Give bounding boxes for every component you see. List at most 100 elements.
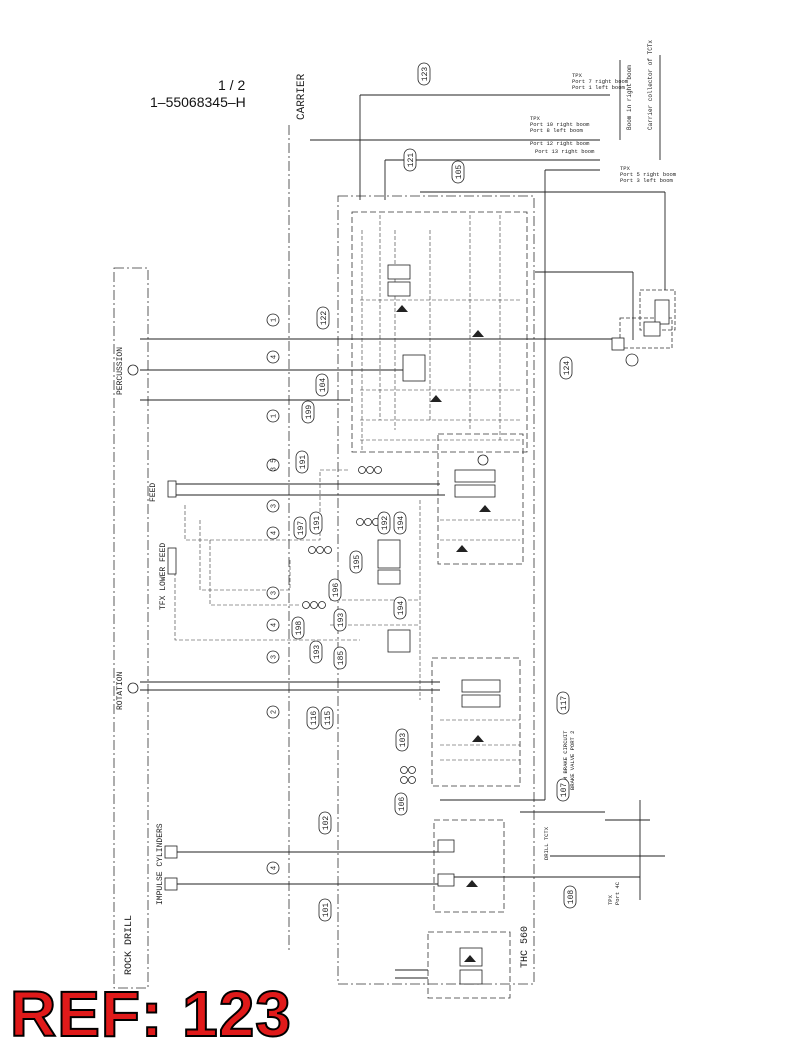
svg-text:BRAKE VALVE PORT 2: BRAKE VALVE PORT 2: [569, 731, 576, 790]
marker-m1a: 1: [266, 313, 280, 327]
callout-107: 107: [556, 778, 570, 802]
callout-102: 102: [318, 811, 332, 835]
page-number: 1 / 2: [218, 77, 245, 93]
callout-199: 199: [301, 400, 315, 424]
callout-number: 199: [305, 405, 314, 420]
callout-106: 106: [394, 792, 408, 816]
callout-number: 104: [319, 378, 328, 393]
svg-text:FROM BRAKE CIRCUIT: FROM BRAKE CIRCUIT: [562, 730, 569, 790]
svg-text:Port 10 right boom: Port 10 right boom: [530, 121, 590, 128]
marker-number: 1: [271, 318, 279, 322]
marker-number: 3 5: [271, 459, 279, 472]
marker-number: 2: [271, 710, 279, 714]
callout-number: 121: [407, 153, 416, 168]
sensor-circles: [127, 353, 639, 784]
marker-number: 4: [271, 866, 279, 870]
thc-label: THC 560: [520, 926, 531, 968]
marker-number: 4: [271, 531, 279, 535]
callout-number: 106: [398, 797, 407, 812]
svg-text:TPX: TPX: [620, 165, 631, 172]
callout-number: 194: [397, 516, 406, 531]
callout-197: 197: [293, 516, 307, 540]
impulse-cylinders-label: IMPULSE CYLINDERS: [156, 823, 165, 905]
callout-105: 105: [451, 160, 465, 184]
document-number: 1–55068345–H: [150, 94, 246, 110]
callout-193a: 193: [333, 608, 347, 632]
marker-number: 3: [271, 504, 279, 508]
marker-m1b: 1: [266, 409, 280, 423]
callout-number: 103: [399, 733, 408, 748]
svg-text:TPX: TPX: [572, 72, 583, 79]
marker-number: 3: [271, 591, 279, 595]
marker-m3a: 3: [266, 499, 280, 513]
callout-104: 104: [315, 373, 329, 397]
callout-101: 101: [318, 898, 332, 922]
rotation-label: ROTATION: [116, 671, 125, 710]
callout-115: 115: [320, 706, 334, 730]
callout-123: 123: [417, 62, 431, 86]
marker-m4a: 4: [266, 350, 280, 364]
callout-number: 101: [322, 903, 331, 918]
tfx-lower-feed-label: TFX LOWER FEED: [159, 543, 168, 610]
callout-number: 193: [313, 645, 322, 660]
pilot-lines: [174, 215, 520, 761]
carrier-label: CARRIER: [296, 73, 308, 120]
callout-number: 107: [560, 783, 569, 798]
svg-text:DRILL TCTX: DRILL TCTX: [543, 826, 550, 860]
callout-number: 198: [295, 621, 304, 636]
callout-number: 191: [299, 455, 308, 470]
feed-label: FEED: [149, 483, 158, 502]
marker-m2: 2: [266, 705, 280, 719]
svg-text:Boom in right boom: Boom in right boom: [626, 65, 633, 130]
callout-number: 108: [567, 890, 576, 905]
callout-193b: 193: [309, 640, 323, 664]
callout-194b: 194: [393, 596, 407, 620]
callout-122: 122: [316, 306, 330, 330]
callout-number: 117: [560, 696, 569, 711]
callout-116: 116: [306, 706, 320, 730]
valve-components: [164, 264, 670, 985]
svg-text:TPX: TPX: [530, 115, 541, 122]
callout-117: 117: [556, 691, 570, 715]
marker-m4b: 4: [266, 526, 280, 540]
component-triangles: [396, 305, 491, 962]
section-markers: 1 4 1 3 5 3 4 3 4 3 2 4: [266, 313, 280, 875]
svg-text:Port 5 right boom: Port 5 right boom: [620, 171, 677, 178]
marker-number: 4: [271, 355, 279, 359]
callout-number: 185: [337, 651, 346, 666]
callout-number: 102: [322, 816, 331, 831]
svg-text:Port 8 left boom: Port 8 left boom: [530, 127, 584, 134]
ref-label: REF: 123: [9, 978, 292, 1050]
bottom-notes: FROM BRAKE CIRCUIT BRAKE VALVE PORT 2 DR…: [543, 730, 621, 905]
callout-194a: 194: [393, 511, 407, 535]
callout-number: 115: [324, 711, 333, 726]
callout-number: 122: [320, 311, 329, 326]
callout-191a: 191: [295, 450, 309, 474]
callout-number: 196: [332, 583, 341, 598]
svg-text:Port 4C: Port 4C: [614, 881, 621, 905]
callout-number: 195: [353, 555, 362, 570]
svg-text:Port 13 right boom: Port 13 right boom: [535, 148, 595, 155]
marker-m3c: 3: [266, 650, 280, 664]
callout-196: 196: [328, 578, 342, 602]
svg-text:Port 7 right boom: Port 7 right boom: [572, 78, 629, 85]
marker-m4c: 4: [266, 618, 280, 632]
callout-124: 124: [559, 356, 573, 380]
callout-number: 193: [337, 613, 346, 628]
marker-m4d: 4: [266, 861, 280, 875]
callout-103: 103: [395, 728, 409, 752]
callout-121: 121: [403, 148, 417, 172]
marker-number: 4: [271, 623, 279, 627]
marker-number: 3: [271, 655, 279, 659]
callout-number: 123: [421, 67, 430, 82]
callout-191b: 191: [309, 511, 323, 535]
svg-text:Port 12 right boom: Port 12 right boom: [530, 140, 590, 147]
marker-number: 1: [271, 414, 279, 418]
callout-198: 198: [291, 616, 305, 640]
marker-m35: 3 5: [266, 458, 280, 472]
callout-number: 124: [563, 361, 572, 376]
callout-number: 105: [455, 165, 464, 180]
marker-m3b: 3: [266, 586, 280, 600]
